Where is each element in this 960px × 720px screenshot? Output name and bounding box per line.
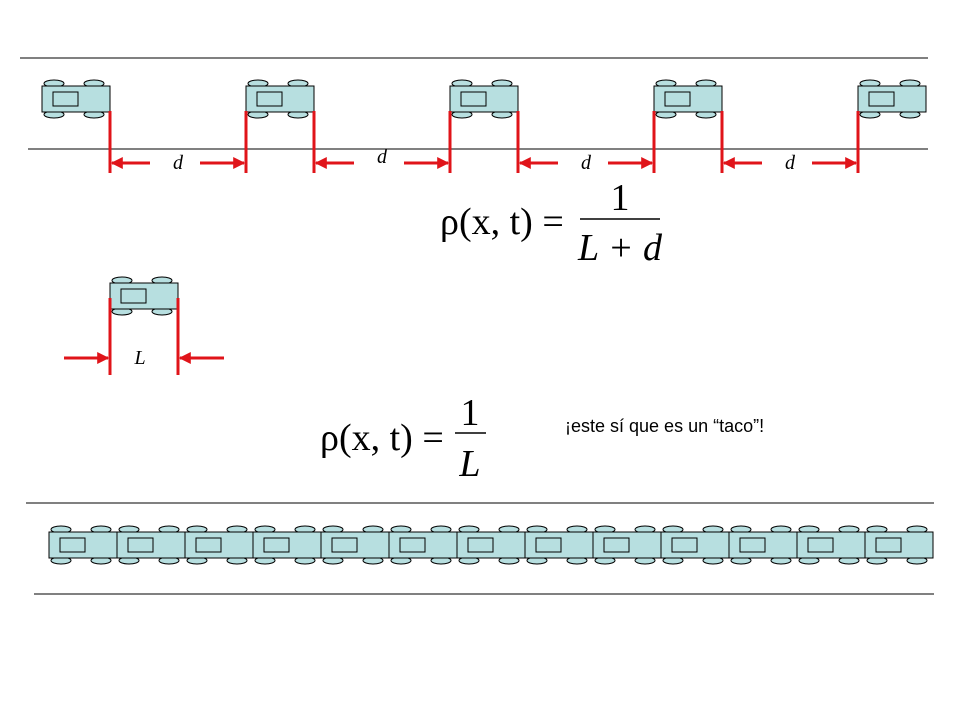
car-length-illustration: L	[64, 276, 224, 375]
gap-label: d	[785, 152, 796, 174]
formula-jam: ρ(x, t) = 1 L	[320, 392, 486, 485]
formula-jam-numerator: 1	[461, 392, 480, 434]
jam-car	[728, 525, 798, 565]
jam-caption: ¡este sí que es un “taco”!	[565, 416, 765, 436]
jam-car	[252, 525, 322, 565]
formula-spaced-denominator: L + d	[577, 227, 663, 269]
gap-label: d	[581, 152, 592, 174]
formula-spaced: ρ(x, t) = 1 L + d	[440, 177, 663, 269]
spaced-car	[857, 79, 927, 119]
jam-car	[116, 525, 186, 565]
gap-label: d	[377, 146, 388, 168]
jam-car	[524, 525, 594, 565]
spaced-car	[41, 79, 111, 119]
jam-car	[864, 525, 934, 565]
jam-car	[184, 525, 254, 565]
bottom-road	[26, 502, 934, 595]
spaced-car	[449, 79, 519, 119]
spaced-cars	[41, 79, 927, 119]
single-car	[109, 276, 179, 316]
jam-car	[320, 525, 390, 565]
jam-car	[48, 525, 118, 565]
gap-label: d	[173, 152, 184, 174]
jam-car	[796, 525, 866, 565]
formula-jam-denominator: L	[458, 443, 480, 485]
formula-spaced-numerator: 1	[611, 177, 630, 219]
jam-car	[660, 525, 730, 565]
length-label: L	[133, 347, 145, 369]
formula-spaced-lhs: ρ(x, t) =	[440, 201, 564, 243]
jam-car	[456, 525, 526, 565]
jam-cars	[48, 525, 934, 565]
spaced-car	[245, 79, 315, 119]
jam-car	[388, 525, 458, 565]
spaced-car	[653, 79, 723, 119]
jam-car	[592, 525, 662, 565]
formula-jam-lhs: ρ(x, t) =	[320, 417, 444, 459]
